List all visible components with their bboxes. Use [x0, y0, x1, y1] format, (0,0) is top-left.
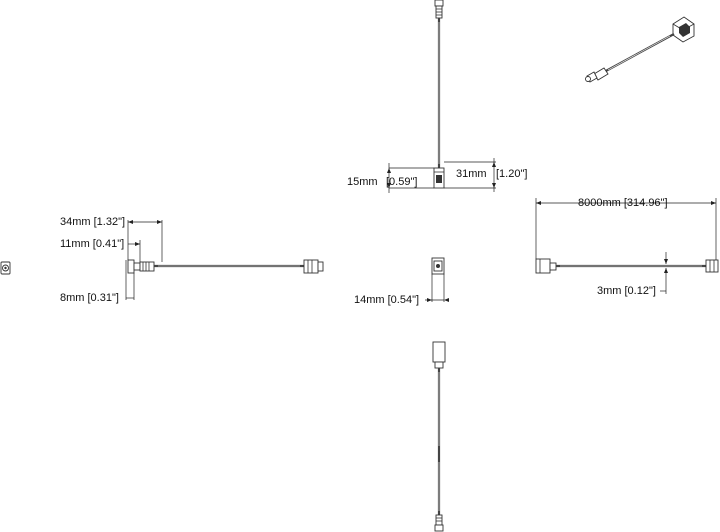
dim-11mm-label: 11mm [0.41"] — [60, 238, 124, 250]
bottom-view-connector — [432, 341, 446, 363]
left-view-connector — [127, 259, 135, 274]
top-view: 15mm [0.59"] 31mm [1.20"] — [347, 0, 527, 193]
dim-15mm-inch-label: [0.59"] — [386, 176, 417, 188]
bottom-view-sma-nut — [434, 524, 444, 532]
iso-sma — [593, 67, 609, 81]
dim-34mm-label: 34mm [1.32"] — [60, 216, 125, 228]
right-view-sma — [705, 259, 719, 273]
dim-31mm-label: 31mm — [456, 168, 487, 180]
right-side-view: 8000mm [314.96"] 3mm [0.12"] — [535, 197, 719, 297]
dim-14mm-label: 14mm [0.54"] — [354, 294, 419, 306]
bottom-view-sma-body — [435, 514, 443, 526]
left-end-view — [0, 261, 11, 275]
right-view-connector — [535, 258, 551, 274]
dim-15mm-label: 15mm — [347, 176, 378, 188]
dim-3mm-label: 3mm [0.12"] — [597, 285, 656, 297]
dim-31mm-inch-label: [1.20"] — [496, 168, 527, 180]
isometric-view — [585, 16, 695, 83]
bottom-view — [432, 341, 446, 532]
left-view-sma — [303, 259, 319, 274]
dim-8mm-label: 8mm [0.31"] — [60, 292, 119, 304]
top-view-sma-nut — [434, 0, 444, 7]
left-side-view: 34mm [1.32"] 11mm [0.41"] 8mm [0.31"] — [60, 216, 324, 304]
dim-8000mm-label: 8000mm [314.96"] — [578, 197, 668, 209]
center-end-view: 14mm [0.54"] — [354, 257, 449, 306]
